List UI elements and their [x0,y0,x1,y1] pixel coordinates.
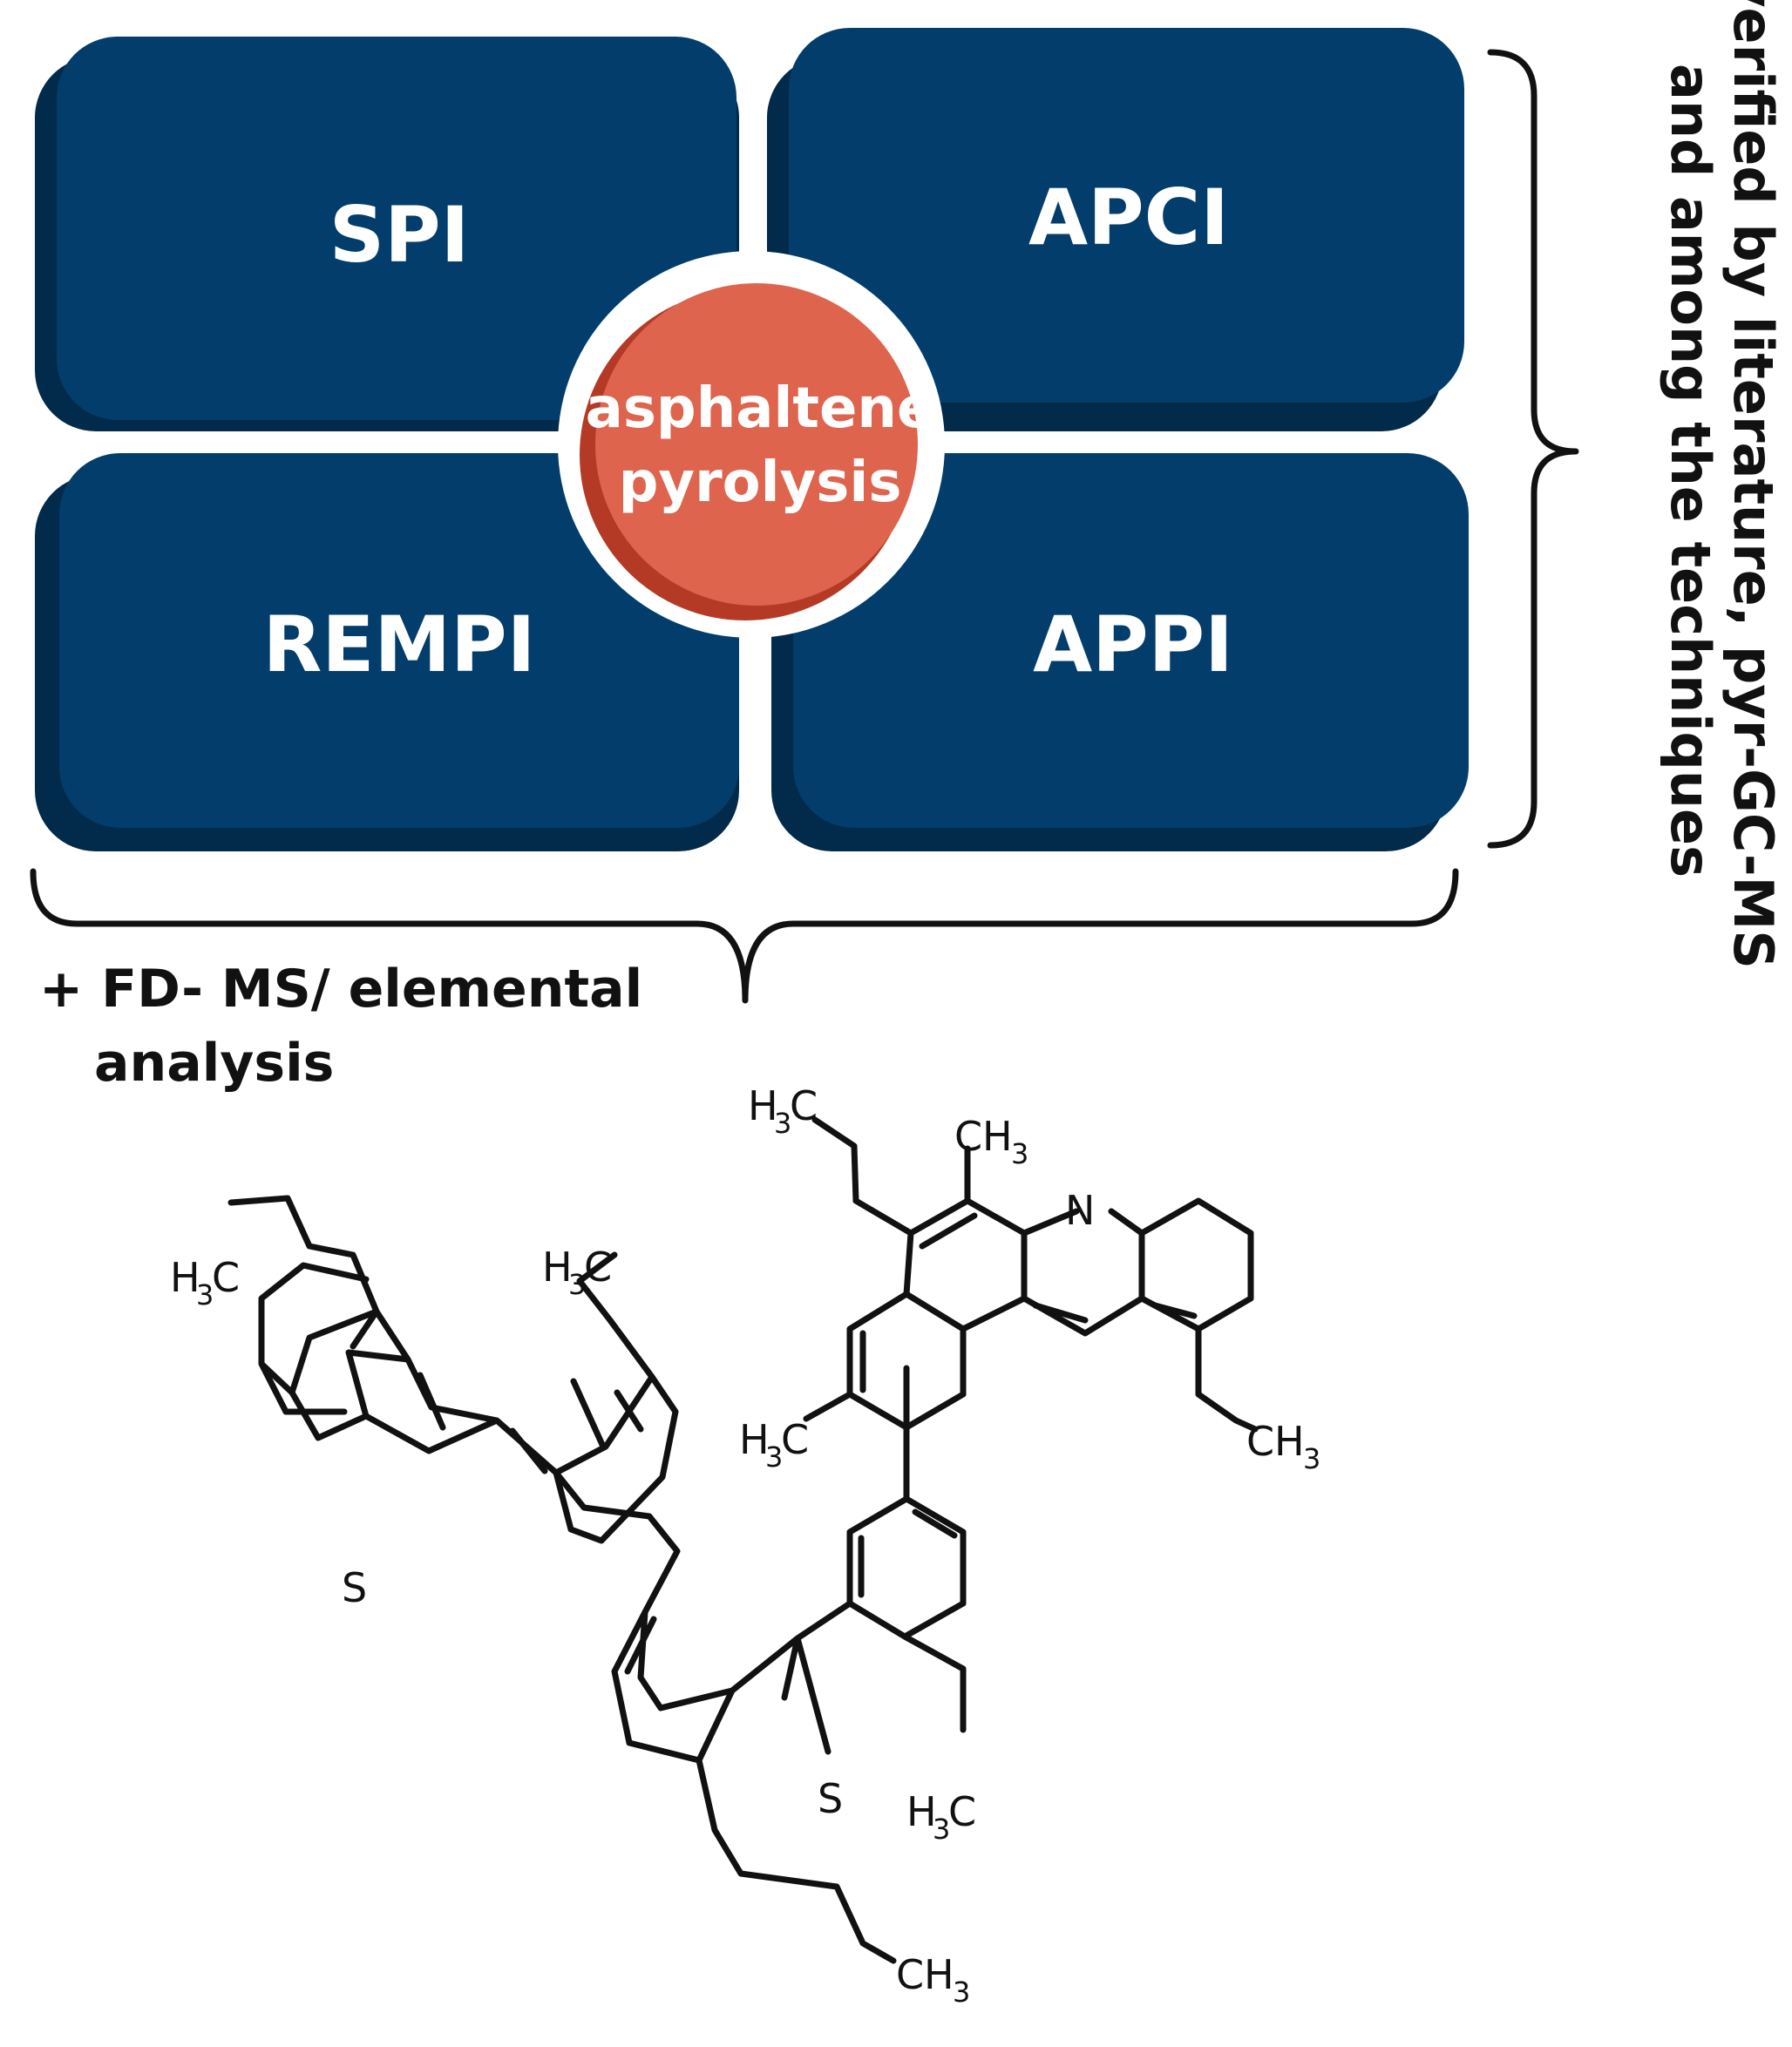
svg-text:H: H [739,1416,770,1463]
center-label-line2: pyrolysis [619,451,902,515]
svg-text:3: 3 [1303,1442,1320,1475]
atom-s-left: S [342,1564,367,1611]
svg-text:C: C [1246,1418,1274,1465]
svg-text:3: 3 [765,1440,783,1474]
right-brace [1487,49,1579,849]
quadrant-rempi: REMPI [35,453,739,851]
svg-text:3: 3 [196,1278,214,1312]
label-h3c-1: H 3 C [748,1082,818,1140]
svg-text:H: H [748,1082,778,1129]
tile-spi [57,37,736,420]
svg-text:3: 3 [568,1268,586,1301]
label-ch3-3: C H 3 [896,1951,970,2009]
side-note: verified by literature, pyr-GC-MS and am… [1659,0,1785,969]
center-badge: asphaltene pyrolysis [558,251,945,638]
svg-text:C: C [584,1244,612,1291]
svg-text:H: H [906,1788,937,1835]
side-note-line2: and among the techniques [1659,64,1722,878]
bonds-left-system [227,1195,679,1544]
svg-text:3: 3 [774,1107,791,1140]
svg-text:3: 3 [1011,1137,1028,1170]
label-h3c-3: H 3 C [170,1254,240,1312]
svg-text:C: C [954,1113,982,1160]
tile-label-spi: SPI [329,190,470,280]
svg-text:H: H [1274,1418,1305,1465]
center-disc [595,283,918,606]
quadrant-apci: APCI [767,28,1464,431]
svg-text:H: H [170,1254,200,1301]
tile-label-rempi: REMPI [263,600,536,689]
double-bond-accents [417,1212,1198,1675]
tile-label-appi: APPI [1033,600,1233,689]
tile-appi [793,453,1469,828]
center-label-line1: asphaltene [586,376,935,441]
atom-s-middle: S [818,1775,843,1822]
bottom-note-line2: analysis [94,1033,334,1094]
quadrant-appi: APPI [771,453,1469,851]
label-h3c-5: H 3 C [906,1788,976,1846]
label-ch3-2: C H 3 [1246,1418,1320,1475]
bottom-note-line1: + FD- MS/ elemental [39,959,642,1020]
label-h3c-2: H 3 C [739,1416,809,1474]
svg-text:3: 3 [933,1813,950,1846]
label-ch3-1: C H 3 [954,1113,1028,1170]
svg-text:3: 3 [953,1976,970,2009]
label-h3c-4: H 3 C [542,1244,612,1301]
svg-text:C: C [790,1082,818,1129]
svg-text:C: C [781,1416,809,1463]
atom-n: N [1065,1187,1095,1234]
bottom-brace [30,868,1459,1004]
tile-rempi [59,453,739,828]
svg-text:C: C [212,1254,240,1301]
svg-text:C: C [948,1788,976,1835]
svg-text:H: H [542,1244,573,1291]
svg-text:C: C [896,1951,924,1998]
tile-apci [789,28,1464,403]
side-note-line1: verified by literature, pyr-GC-MS [1721,0,1785,969]
bonds-upper-system [553,1116,1259,1964]
tile-label-apci: APCI [1028,173,1229,262]
svg-text:H: H [924,1951,954,1998]
svg-text:H: H [982,1113,1013,1160]
quadrant-spi: SPI [35,37,739,431]
molecule-structure: N S S H 3 C C H 3 H 3 C C H 3 H 3 C [170,1082,1320,2009]
